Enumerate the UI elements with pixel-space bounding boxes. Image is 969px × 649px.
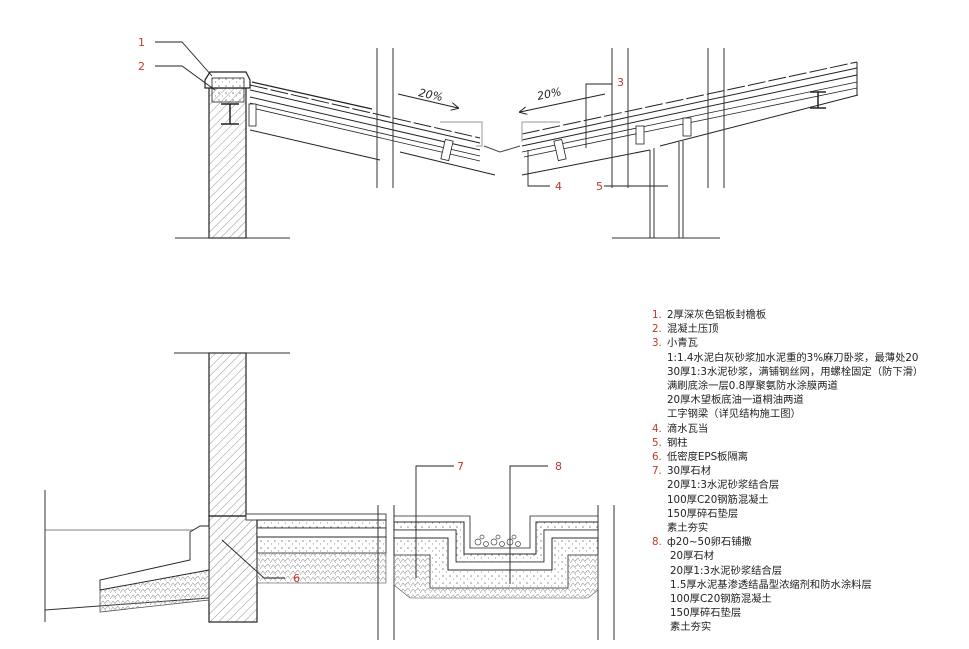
legend-text: 30厚石材 — [667, 465, 711, 478]
legend-text: ф20~50卵石铺撒 — [667, 536, 752, 549]
legend-item: 3. 小青瓦 — [652, 336, 964, 350]
legend-text: 小青瓦 — [667, 337, 698, 350]
legend-text: 钢柱 — [667, 436, 688, 449]
legend-subitem: 20厚石材 — [670, 550, 714, 563]
legend-number: 4. — [652, 422, 662, 435]
callout-3: 3 — [617, 76, 624, 89]
legend-subitem: 素土夯实 — [667, 522, 709, 535]
callout-8: 8 — [555, 460, 562, 473]
footing — [208, 515, 258, 623]
legend-number: 3. — [652, 337, 662, 350]
callout-2: 2 — [138, 60, 145, 73]
i-beam-left — [221, 103, 239, 125]
legend-subitem: 20厚1:3水泥砂浆结合层 — [670, 564, 783, 577]
callout-1: 1 — [138, 36, 145, 49]
slope-label-right: 20% — [536, 85, 563, 103]
legend-subitem: 工字钢梁（详见结构施工图） — [667, 408, 801, 421]
legend-number: 7. — [652, 465, 662, 478]
column-lines — [376, 48, 725, 188]
slope-label-left: 20% — [417, 86, 444, 104]
valley — [483, 145, 521, 153]
legend-subitem: 满刷底涂一层0.8厚聚氨防水涂膜两道 — [667, 380, 838, 393]
legend-subitem: 1:1.4水泥白灰砂浆加水泥重的3%麻刀卧浆，最薄处20 — [667, 351, 919, 364]
legend-item: 7. 30厚石材 — [652, 464, 964, 478]
paving-section: 6 7 8 — [44, 352, 615, 640]
legend-number: 6. — [652, 451, 662, 464]
callout-7: 7 — [457, 460, 464, 473]
legend-item: 2. 混凝土压顶 — [652, 322, 964, 336]
paving-left — [245, 513, 387, 584]
legend-subitem: 150厚碎石垫层 — [670, 607, 742, 620]
legend-subitem: 30厚1:3水泥砂浆，满铺钢丝网，用螺栓固定（防下滑） — [667, 365, 924, 378]
legend-item: 8. ф20~50卵石铺撒 — [652, 535, 964, 549]
callout-4: 4 — [555, 180, 562, 193]
legend-number: 1. — [652, 309, 662, 321]
legend-subitem: 150厚碎石垫层 — [667, 507, 739, 520]
legend-number: 5. — [652, 436, 662, 449]
legend-subitem: 1.5厚水泥基渗透结晶型浓缩剂和防水涂料层 — [670, 578, 872, 591]
legend-text: 2厚深灰色铝板封檐板 — [667, 309, 767, 321]
legend-subitem: 素土夯实 — [670, 621, 712, 634]
legend-item: 1. 2厚深灰色铝板封檐板 — [652, 308, 964, 322]
legend-text: 滴水瓦当 — [667, 422, 709, 435]
gutter-right — [521, 121, 560, 142]
gutter-left — [440, 121, 483, 147]
legend-item: 4. 滴水瓦当 — [652, 422, 964, 436]
legend-subitem: 100厚C20钢筋混凝土 — [670, 593, 772, 606]
legend-item: 6. 低密度EPS板隔离 — [652, 450, 964, 464]
left-wall — [208, 87, 247, 239]
legend-text: 低密度EPS板隔离 — [667, 451, 749, 464]
legend-number: 2. — [652, 323, 662, 336]
lower-wall — [208, 352, 247, 517]
paving-right — [393, 515, 599, 599]
concrete-coping — [211, 77, 245, 103]
legend-subitem: 20厚1:3水泥砂浆结合层 — [667, 479, 780, 492]
roof-slope-left — [249, 81, 496, 176]
legend-number: 8. — [652, 536, 662, 549]
legend-text: 混凝土压顶 — [667, 323, 719, 336]
legend-item: 5. 钢柱 — [652, 436, 964, 450]
legend-subitem: 100厚C20钢筋混凝土 — [667, 493, 769, 506]
callout-5: 5 — [596, 180, 603, 193]
legend-subitem: 20厚木望板底油一道桐油两道 — [667, 394, 804, 407]
roof-section: 20% 20% 1 2 3 4 5 — [138, 36, 859, 239]
i-beam-right — [810, 91, 826, 109]
callout-6: 6 — [293, 572, 300, 585]
steel-column — [649, 141, 684, 238]
